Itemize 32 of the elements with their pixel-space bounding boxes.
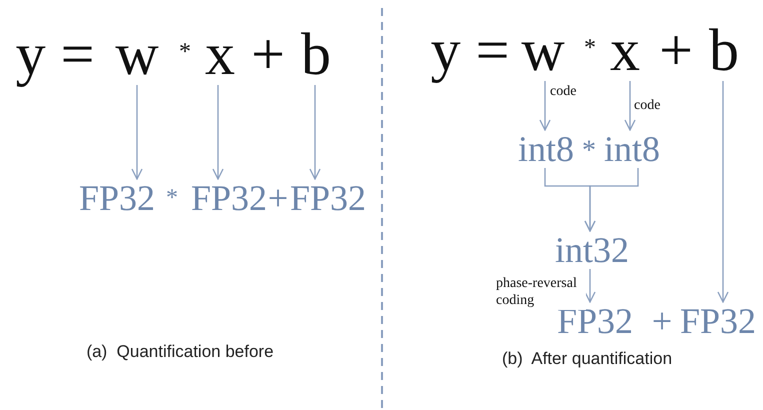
arrow [131, 85, 143, 180]
operator-sign: * [166, 186, 178, 210]
arrow [212, 85, 224, 180]
caption: (a) Quantification before [86, 343, 274, 360]
caption: (b) After quantification [502, 350, 672, 367]
operator-sign: * [584, 36, 596, 60]
edge-label: phase-reversal coding [496, 276, 586, 310]
operator-sign: * [582, 137, 596, 165]
arrow [584, 168, 639, 232]
variable-symbol: w [115, 24, 159, 84]
operator-sign: + [268, 180, 288, 216]
data-type-text: int8 [518, 131, 574, 167]
variable-symbol: b [301, 24, 331, 84]
data-type-text: FP32 [290, 180, 366, 216]
arrow [539, 81, 551, 131]
operator-sign: * [179, 40, 191, 64]
data-type-text: int32 [555, 232, 629, 268]
arrow [717, 81, 729, 303]
arrow [624, 81, 636, 131]
variable-symbol: b [709, 20, 739, 80]
operator-sign: + [659, 20, 693, 80]
operator-sign: + [652, 303, 672, 339]
data-type-text: FP32 [190, 180, 268, 216]
data-type-text: FP32 [680, 303, 756, 339]
operator-sign: + [251, 24, 285, 84]
variable-symbol: x [610, 20, 640, 80]
arrow [584, 269, 596, 303]
data-type-text: FP32 [78, 180, 156, 216]
variable-symbol: x [205, 24, 235, 84]
variable-symbol: w [521, 20, 565, 80]
arrow [309, 85, 321, 180]
data-type-text: int8 [604, 131, 660, 167]
